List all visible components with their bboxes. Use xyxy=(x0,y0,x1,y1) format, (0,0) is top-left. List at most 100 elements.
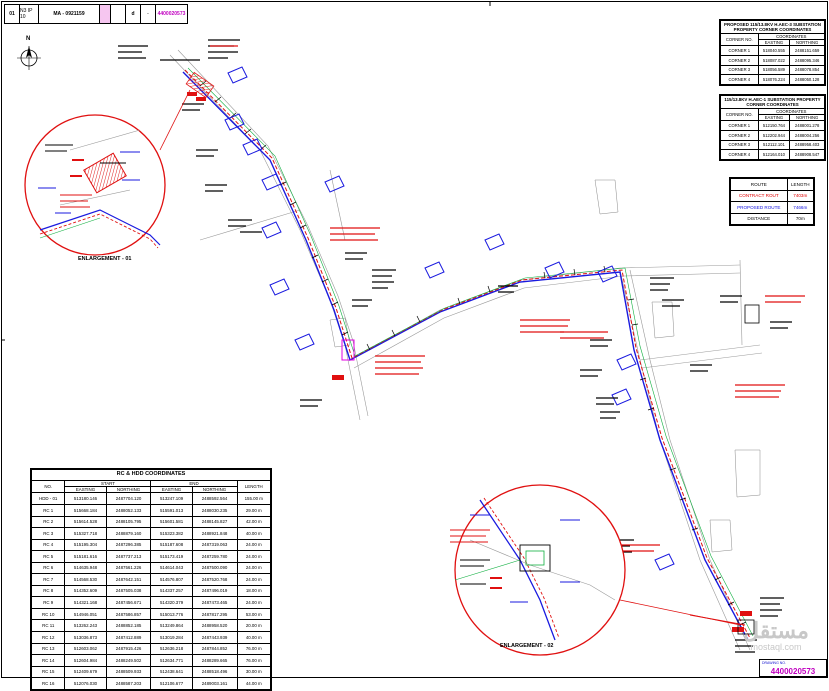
cell: 24.00 m xyxy=(236,561,272,575)
cell: 512409.679 xyxy=(64,665,107,679)
cell: RC 1 xyxy=(30,503,66,517)
cell: 513036.873 xyxy=(64,630,107,644)
table-title: 115/13.8KV H.AEC-1 SUBSTATION PROPERTY C… xyxy=(720,95,825,109)
cell: 514614.043 xyxy=(150,561,193,575)
cell: 514568.530 xyxy=(64,573,107,586)
title-block-project: N3 IP 10 xyxy=(20,5,39,23)
cell: 2487412.889 xyxy=(105,630,152,644)
cell: 29.00 m xyxy=(236,503,272,517)
cell: 2488001.278 xyxy=(789,120,825,131)
col-end-easting: EASTING xyxy=(150,486,193,494)
watermark-arabic: مستقل xyxy=(743,618,809,643)
cell: 42.00 m xyxy=(236,515,272,529)
cell: 2487296.385 xyxy=(105,538,152,552)
table-title: RC & HDD COORDINATES xyxy=(31,469,271,481)
cell: 515173.419 xyxy=(150,550,193,563)
title-block-dash: - xyxy=(141,5,156,23)
cell: 512112.101 xyxy=(757,139,791,151)
substation-block-2 xyxy=(744,304,760,324)
enlargement-01-label: ENLARGEMENT - 01 xyxy=(78,256,132,262)
cell: 2489003.161 xyxy=(191,677,238,690)
enlargement-01-leader xyxy=(159,89,191,151)
cell: 514946.051 xyxy=(64,607,107,621)
cell: 512076.030 xyxy=(64,677,107,690)
cell: CORNER 1 xyxy=(720,120,759,131)
cell: RC 12 xyxy=(30,630,66,644)
cell: 2487505.038 xyxy=(105,584,152,598)
col-northing: NORTHING xyxy=(789,114,825,122)
annotation-marks xyxy=(118,39,792,653)
cell: 2488030.235 xyxy=(191,503,238,517)
drawing-number-box: DRAWING NO. 4400020573 xyxy=(759,659,827,677)
enlargement-01 xyxy=(24,114,166,256)
cell: 513019.284 xyxy=(150,630,193,644)
cell: 2487817.295 xyxy=(191,607,238,621)
cell: RC 15 xyxy=(30,665,66,679)
cell: 2487319.063 xyxy=(191,538,238,552)
rc-hdd-table: RC & HDD COORDINATES NO. START END LENGT… xyxy=(30,468,272,691)
cell: 24.00 m xyxy=(236,596,272,609)
cell: 76.00 m xyxy=(236,642,272,656)
cell: 513249.864 xyxy=(150,619,193,632)
cell: CORNER 3 xyxy=(720,64,759,76)
cell: 2487561.226 xyxy=(105,561,152,575)
cell: 2488145.827 xyxy=(191,515,238,529)
col-corner: CORNER NO. xyxy=(720,32,759,47)
substation-block-1 xyxy=(185,71,215,99)
cell: 518040.555 xyxy=(757,45,791,56)
route-length: 70m xyxy=(786,212,815,225)
cell: 2488908.547 xyxy=(789,149,825,160)
cell: 518087.022 xyxy=(757,55,791,66)
cell: 518056.589 xyxy=(757,64,791,76)
title-block-contract: 4400020573 xyxy=(157,11,186,17)
cell: 512106.677 xyxy=(150,677,193,690)
cell: 2488587.203 xyxy=(105,677,152,690)
cell: 2487704.120 xyxy=(105,492,152,505)
hdd-red-line xyxy=(689,614,746,626)
enlargement-02-label: ENLARGEMENT - 02 xyxy=(500,643,554,649)
cable-route-green xyxy=(187,67,754,637)
cell: 2488052.133 xyxy=(105,503,152,517)
route-length: 7403m xyxy=(786,189,815,202)
cell: 2488518.496 xyxy=(191,665,238,679)
cell: HDD - 01 xyxy=(30,492,66,505)
cell: 2488921.848 xyxy=(191,527,238,540)
cell: 513180.146 xyxy=(64,492,107,505)
cell: 512164.010 xyxy=(757,149,791,160)
cell: 515187.608 xyxy=(150,538,193,552)
col-length: LENGTH xyxy=(786,178,815,191)
cell: 2488879.160 xyxy=(105,527,152,540)
cell: 513247.109 xyxy=(150,492,193,505)
cell: RC 5 xyxy=(30,550,66,563)
cell: 512634.771 xyxy=(150,654,193,667)
cell: RC 2 xyxy=(30,515,66,529)
annotation-marks-red xyxy=(210,45,805,552)
cell: 2488958.403 xyxy=(789,139,825,151)
title-block-rev: d xyxy=(126,5,141,23)
cell: 513262.243 xyxy=(64,619,107,632)
cell: 2487642.151 xyxy=(105,573,152,586)
cell: 515323.382 xyxy=(150,527,193,540)
route-name: CONTRACT ROUT xyxy=(730,189,788,202)
cell: 2487500.090 xyxy=(191,561,238,575)
cell: 515195.304 xyxy=(64,538,107,552)
col-coords: COORDINATES xyxy=(757,107,826,116)
north-arrow xyxy=(17,46,41,70)
cell: 2487737.213 xyxy=(105,550,152,563)
magenta-highlight xyxy=(341,339,355,361)
cell: CORNER 3 xyxy=(720,139,759,151)
cell: 515614.528 xyxy=(64,515,107,529)
cell: RC 7 xyxy=(30,573,66,586)
